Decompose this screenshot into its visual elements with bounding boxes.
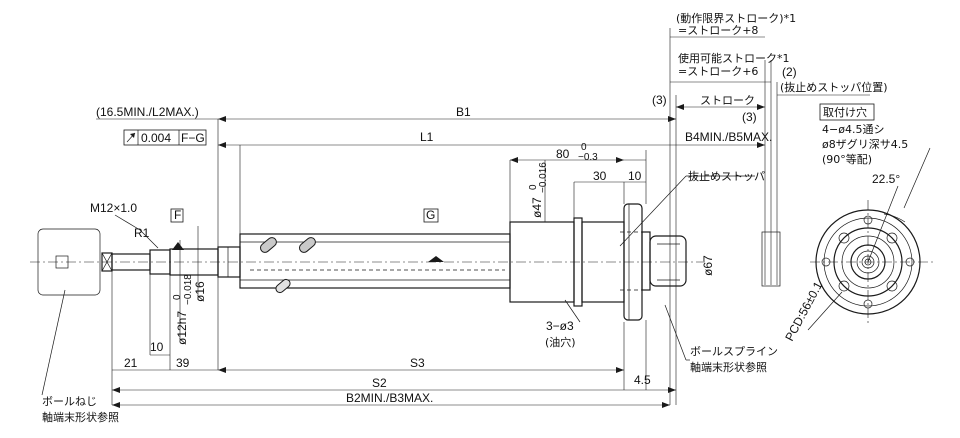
mount-hole-title-box xyxy=(819,103,875,121)
stopper-label: 抜止めストッパ xyxy=(688,169,765,183)
main-shaft xyxy=(239,233,511,294)
nut-housing xyxy=(509,203,687,321)
dia-12-tol-dn: −0.018 xyxy=(183,274,194,305)
dia-67: ø67 xyxy=(701,255,715,276)
mount-hole-3: (90°等配) xyxy=(822,152,872,166)
l1-label: L1 xyxy=(420,130,434,144)
dim-80: 80 xyxy=(556,147,570,161)
runout-value: 0.004 xyxy=(141,131,171,145)
usable-eq: =ストローク+6 xyxy=(678,65,758,78)
end-view xyxy=(807,147,935,331)
screw-ref-1: ボールねじ xyxy=(42,395,97,408)
dim-80-tol-dn: −0.3 xyxy=(578,152,598,163)
r1-label: R1 xyxy=(134,226,150,240)
dim-39: 39 xyxy=(176,356,190,370)
runout-frame xyxy=(123,129,207,146)
mount-hole-title: 取付け穴 xyxy=(823,105,867,119)
b2b3-label: B2MIN./B3MAX. xyxy=(346,391,433,405)
dim-47-tol-dn: −0.016 xyxy=(538,162,549,193)
dim-47: ø47 xyxy=(530,197,544,218)
dim-30: 30 xyxy=(593,169,607,183)
datum-f-box xyxy=(170,208,184,223)
mount-hole-1: 4−ø4.5通シ xyxy=(822,123,884,136)
thread-label: M12×1.0 xyxy=(90,201,137,215)
b4b5-label: B4MIN./B5MAX. xyxy=(685,130,772,144)
dim-21: 21 xyxy=(124,356,138,370)
datum-g-box xyxy=(423,208,439,223)
paren3-top: (3) xyxy=(652,93,667,107)
b1-label: B1 xyxy=(456,105,471,119)
screw-ref-2: 軸端末形状参照 xyxy=(42,410,119,424)
dia-12h7: ø12h7 xyxy=(175,311,189,345)
stopper-pos-num: (2) xyxy=(782,65,797,79)
runout-datum: F−G xyxy=(181,131,205,145)
op-limit-stroke: (動作限界ストローク)*1 xyxy=(676,11,796,25)
angle-225: 22.5° xyxy=(872,172,900,186)
dim-10-low: 10 xyxy=(150,340,164,354)
dim-80-tol-up: 0 xyxy=(581,142,587,153)
dim-10-top: 10 xyxy=(628,169,642,183)
min-max-left: (16.5MIN./L2MAX.) xyxy=(96,105,199,119)
stroke-label: ストローク xyxy=(700,94,755,107)
mount-hole-2: ø8ザグリ深サ4.5 xyxy=(822,137,908,151)
oil-hole: 3−ø3 xyxy=(546,319,574,333)
dim-47-tol-up: 0 xyxy=(528,184,539,190)
s3-label: S3 xyxy=(410,356,425,370)
usable-stroke: 使用可能ストローク*1 xyxy=(678,51,790,65)
stroke-strips xyxy=(669,28,870,405)
paren3-mid: (3) xyxy=(742,110,757,124)
op-limit-eq: =ストローク+8 xyxy=(678,24,758,37)
pcd-label: PCD:56±0.1 xyxy=(782,279,825,344)
spline-ref-1: ボールスプライン xyxy=(690,345,778,358)
datum-g: G xyxy=(426,208,435,222)
dim-45: 4.5 xyxy=(634,373,651,387)
dia-16: ø16 xyxy=(193,281,207,302)
s2-label: S2 xyxy=(372,376,387,390)
oil-hole-note: (油穴) xyxy=(545,335,576,349)
dimension-lines xyxy=(41,104,765,408)
spline-ref-2: 軸端末形状参照 xyxy=(690,360,767,374)
screw-shaft-end xyxy=(37,228,241,296)
stopper-pos: (抜止めストッパ位置) xyxy=(780,80,888,94)
datum-f: F xyxy=(174,208,181,222)
dia-12-tol-up: 0 xyxy=(172,294,183,300)
